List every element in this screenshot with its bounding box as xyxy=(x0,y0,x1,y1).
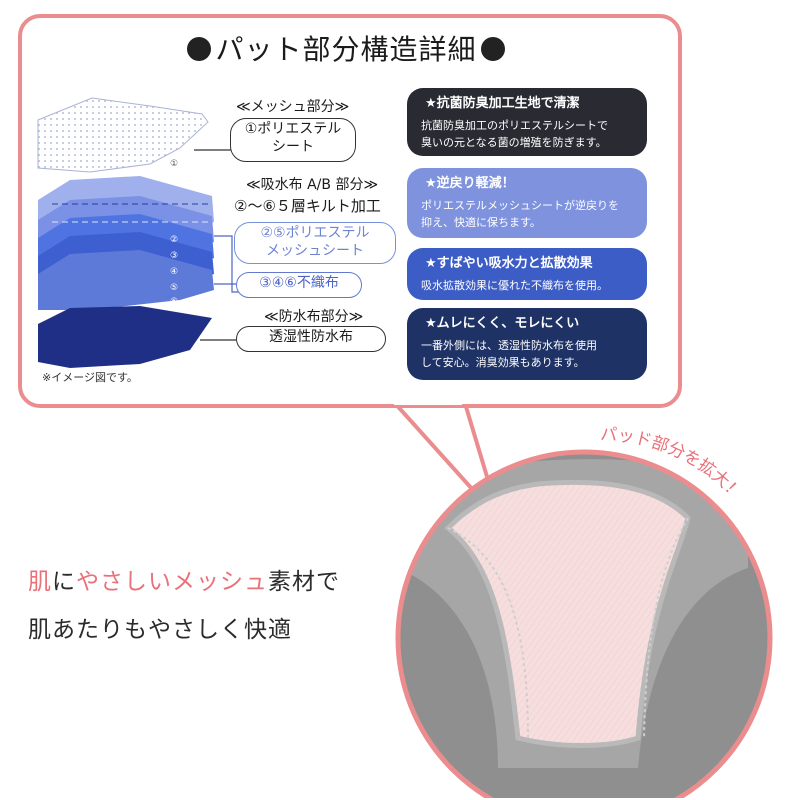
tagline-text: に xyxy=(52,569,76,595)
title-text: パット部分構造詳細 xyxy=(215,33,477,66)
mesh-pill: ①ポリエステル シート xyxy=(230,118,356,162)
tagline-text: 素材で xyxy=(268,569,340,595)
feature-body: ポリエステルメッシュシートが逆戻りを 抑え、快適に保ちます。 xyxy=(421,199,619,230)
tagline-accent: 肌 xyxy=(28,569,52,595)
absorb-layer-6 xyxy=(38,250,214,310)
waterproof-section-label: ≪防水布部分≫ xyxy=(264,309,364,325)
tagline-line1: 肌にやさしいメッシュ素材で xyxy=(28,562,340,596)
waterproof-layer xyxy=(38,306,212,368)
feature-box-breathable: ★ムレにくく、モレにくい 一番外側には、透湿性防水布を使用 して安心。消臭効果も… xyxy=(407,308,647,380)
zoom-circle-border xyxy=(395,449,773,798)
layer-number-2: ② xyxy=(170,235,178,245)
feature-title: ★抗菌防臭加工生地で清潔 xyxy=(425,96,580,111)
feature-body: 一番外側には、透湿性防水布を使用 して安心。消臭効果もあります。 xyxy=(421,339,597,370)
feature-title: ★すばやい吸水力と拡散効果 xyxy=(425,256,593,271)
layer-number-4: ④ xyxy=(170,267,178,277)
absorb-mesh-pill: ②⑤ポリエステル メッシュシート xyxy=(234,222,396,264)
absorb-section-label: ≪吸水布 A/B 部分≫ xyxy=(246,177,379,193)
layer-number-3: ③ xyxy=(170,251,178,261)
bullet-dot-icon xyxy=(480,37,505,61)
feature-body: 吸水拡散効果に優れた不織布を使用。 xyxy=(421,279,608,292)
feature-box-absorption: ★すばやい吸水力と拡散効果 吸水拡散効果に優れた不織布を使用。 xyxy=(407,248,647,300)
zoom-label: パッド部分を拡大！ xyxy=(600,425,746,504)
absorb-sub-label: ②〜⑥５層キルト加工 xyxy=(234,197,381,215)
pad-layer-diagram: ① ② ③ ④ ⑤ ⑥ xyxy=(37,97,214,368)
feature-body: 抗菌防臭加工のポリエステルシートで 臭いの元となる菌の増殖を防ぎます。 xyxy=(421,119,608,150)
page-title: パット部分構造詳細 xyxy=(0,28,692,68)
bullet-dot-icon xyxy=(187,37,212,61)
absorb-nonwoven-pill: ③④⑥不織布 xyxy=(236,272,362,298)
mesh-layer xyxy=(37,97,209,173)
zoom-circle xyxy=(395,449,773,798)
image-note: ※イメージ図です。 xyxy=(42,371,138,384)
zoom-label-text: パッド部分を拡大！ xyxy=(600,425,746,504)
layer-number-1: ① xyxy=(170,159,178,169)
feature-title: ★逆戻り軽減！ xyxy=(425,176,515,191)
tagline-accent: メッシュ xyxy=(172,569,268,595)
tagline-line2: 肌あたりもやさしく快適 xyxy=(28,617,292,643)
svg-text:パッド部分を拡大！: パッド部分を拡大！ xyxy=(600,425,746,504)
layer-number-5: ⑤ xyxy=(170,283,178,293)
tagline-accent: やさしい xyxy=(76,569,172,595)
feature-title: ★ムレにくく、モレにくい xyxy=(425,316,580,331)
feature-box-backflow: ★逆戻り軽減！ ポリエステルメッシュシートが逆戻りを 抑え、快適に保ちます。 xyxy=(407,168,647,238)
waterproof-pill: 透湿性防水布 xyxy=(236,326,386,352)
mesh-section-label: ≪メッシュ部分≫ xyxy=(236,99,350,115)
feature-box-antibacterial: ★抗菌防臭加工生地で清潔 抗菌防臭加工のポリエステルシートで 臭いの元となる菌の… xyxy=(407,88,647,156)
layer-number-6: ⑥ xyxy=(170,297,178,307)
